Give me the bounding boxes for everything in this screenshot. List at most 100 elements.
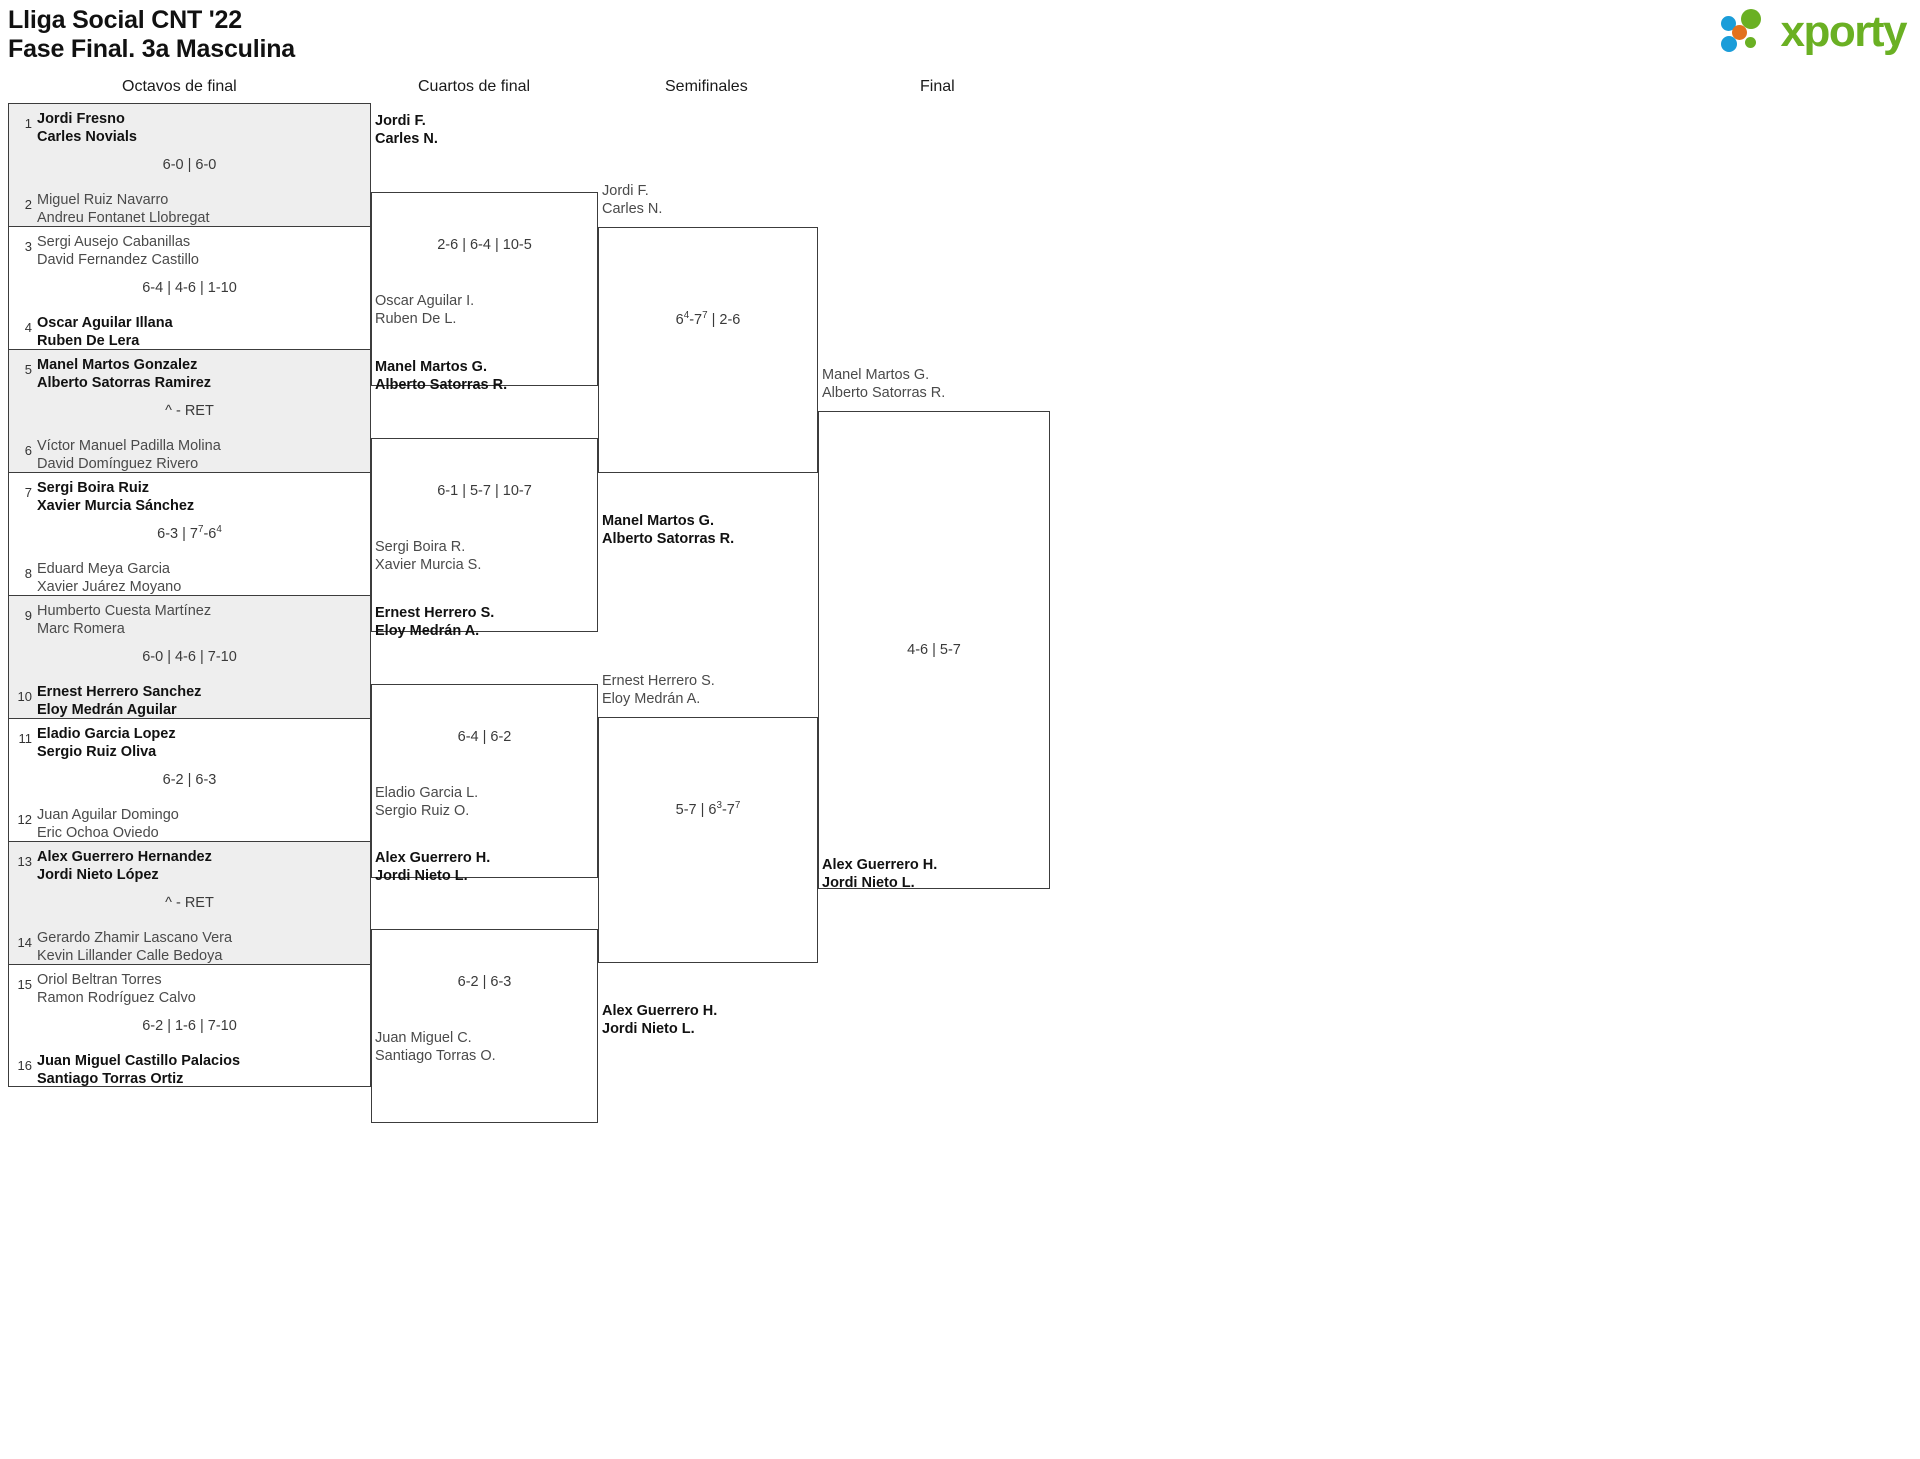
player-name-2: Eric Ochoa Oviedo (37, 825, 159, 841)
player-name-2: Xavier Murcia Sánchez (37, 498, 195, 514)
player-name-2: Carles N. (602, 201, 663, 217)
qf-score: 2-6 | 6-4 | 10-5 (437, 237, 532, 253)
qf-score: 6-2 | 6-3 (457, 974, 512, 990)
seed-number: 13 (17, 854, 32, 869)
seed-number: 16 (17, 1058, 32, 1073)
player-name-1: Ernest Herrero S. (375, 605, 495, 621)
final-team-top: Manel Martos G.Alberto Satorras R. (822, 366, 945, 402)
round-header-final: Final (920, 78, 955, 95)
player-name-1: Oscar Aguilar I. (375, 293, 475, 309)
qf-team-top: Alex Guerrero H.Jordi Nieto L. (375, 849, 490, 885)
qf-team-bottom: Sergi Boira R. Xavier Murcia S. (375, 538, 481, 574)
player-name-2: Carles N. (375, 131, 438, 147)
player-name-1: Ernest Herrero S. (602, 673, 715, 689)
qf-team-top: Ernest Herrero S. Eloy Medrán A. (375, 604, 494, 640)
player-name-2: David Fernandez Castillo (37, 252, 199, 268)
player-name-1: Ernest Herrero Sanchez (37, 684, 202, 700)
seed-number: 10 (17, 689, 32, 704)
player-name-2: Alberto Satorras Ramirez (37, 375, 212, 391)
xporty-logo: xporty (1720, 6, 1908, 58)
seed-number: 5 (24, 362, 32, 377)
player-name-1: Jordi F. (375, 113, 426, 129)
seed-number: 9 (24, 608, 32, 623)
sf-score: 5-7 | 63-77 (675, 800, 741, 818)
player-name-2: Sergio Ruiz Oliva (37, 744, 157, 760)
player-name-1: Gerardo Zhamir Lascano Vera (37, 930, 233, 946)
player-name-2: Eloy Medrán A. (602, 691, 701, 707)
final-match[interactable]: 4-6 | 5-7 (818, 411, 1050, 889)
qf-match[interactable]: 2-6 | 6-4 | 10-5 (371, 192, 598, 386)
player-name-2: Xavier Murcia S. (375, 557, 482, 573)
qf-match[interactable]: 6-4 | 6-2 (371, 684, 598, 878)
player-name-2: Ruben De L. (375, 311, 457, 327)
player-name-1: Alex Guerrero H. (375, 850, 491, 866)
seed-number: 11 (18, 731, 33, 746)
r16-score: ^ - RET (165, 895, 214, 911)
sf-match[interactable]: 64-77 | 2-6 (598, 227, 818, 473)
qf-match[interactable]: 6-1 | 5-7 | 10-7 (371, 438, 598, 632)
seed-number: 15 (17, 977, 32, 992)
qf-match[interactable]: 6-2 | 6-3 (371, 929, 598, 1123)
final-score: 4-6 | 5-7 (907, 642, 961, 658)
qf-score: 6-4 | 6-2 (457, 729, 512, 745)
seed-number: 7 (24, 485, 32, 500)
seed-number: 8 (24, 566, 32, 581)
qf-team-bottom: Juan Miguel C. Santiago Torras O. (375, 1029, 496, 1065)
sf-team-top: Jordi F.Carles N. (602, 182, 662, 218)
player-name-2: Ruben De Lera (37, 333, 140, 349)
player-name-2: Carles Novials (37, 129, 137, 145)
round-header-cuartos: Cuartos de final (418, 78, 531, 95)
player-name-2: Alberto Satorras R. (602, 531, 735, 547)
player-name-1: Alex Guerrero H. (602, 1003, 718, 1019)
sf-match[interactable]: 5-7 | 63-77 (598, 717, 818, 963)
player-name-2: Jordi Nieto L. (822, 875, 915, 891)
player-name-1: Miguel Ruiz Navarro (37, 192, 169, 208)
player-name-1: Víctor Manuel Padilla Molina (37, 438, 221, 454)
title-line-2: Fase Final. 3a Masculina (8, 35, 295, 63)
player-name-1: Manel Martos G. (602, 513, 714, 529)
r16-score: 6-2 | 6-3 (162, 772, 217, 788)
r16-score: 6-0 | 6-0 (162, 157, 217, 173)
player-name-1: Juan Miguel C. (375, 1030, 472, 1046)
player-name-2: Santiago Torras O. (375, 1048, 496, 1064)
seed-number: 6 (24, 443, 32, 458)
player-name-1: Sergi Boira R. (375, 539, 466, 555)
sf-score: 64-77 | 2-6 (675, 310, 741, 328)
player-name-2: Eloy Medrán A. (375, 623, 480, 639)
player-name-2: Sergio Ruiz O. (375, 803, 470, 819)
player-name-1: Manel Martos Gonzalez (37, 357, 198, 373)
player-name-1: Jordi Fresno (37, 111, 125, 127)
r16-score: 6-4 | 4-6 | 1-10 (142, 280, 237, 296)
sf-team-bottom: Manel Martos G. Alberto Satorras R. (602, 512, 734, 548)
seed-number: 14 (17, 935, 32, 950)
seed-number: 3 (24, 239, 32, 254)
round-header-semifinales: Semifinales (665, 78, 748, 95)
r16-score: ^ - RET (165, 403, 214, 419)
qf-team-top: Jordi F. Carles N. (375, 112, 438, 148)
sf-team-top: Ernest Herrero S. Eloy Medrán A. (602, 672, 715, 708)
qf-team-top: Manel Martos G.Alberto Satorras R. (375, 358, 507, 394)
player-name-1: Humberto Cuesta Martínez (37, 603, 212, 619)
seed-number: 4 (24, 320, 32, 335)
player-name-1: Oriol Beltran Torres (37, 972, 162, 988)
